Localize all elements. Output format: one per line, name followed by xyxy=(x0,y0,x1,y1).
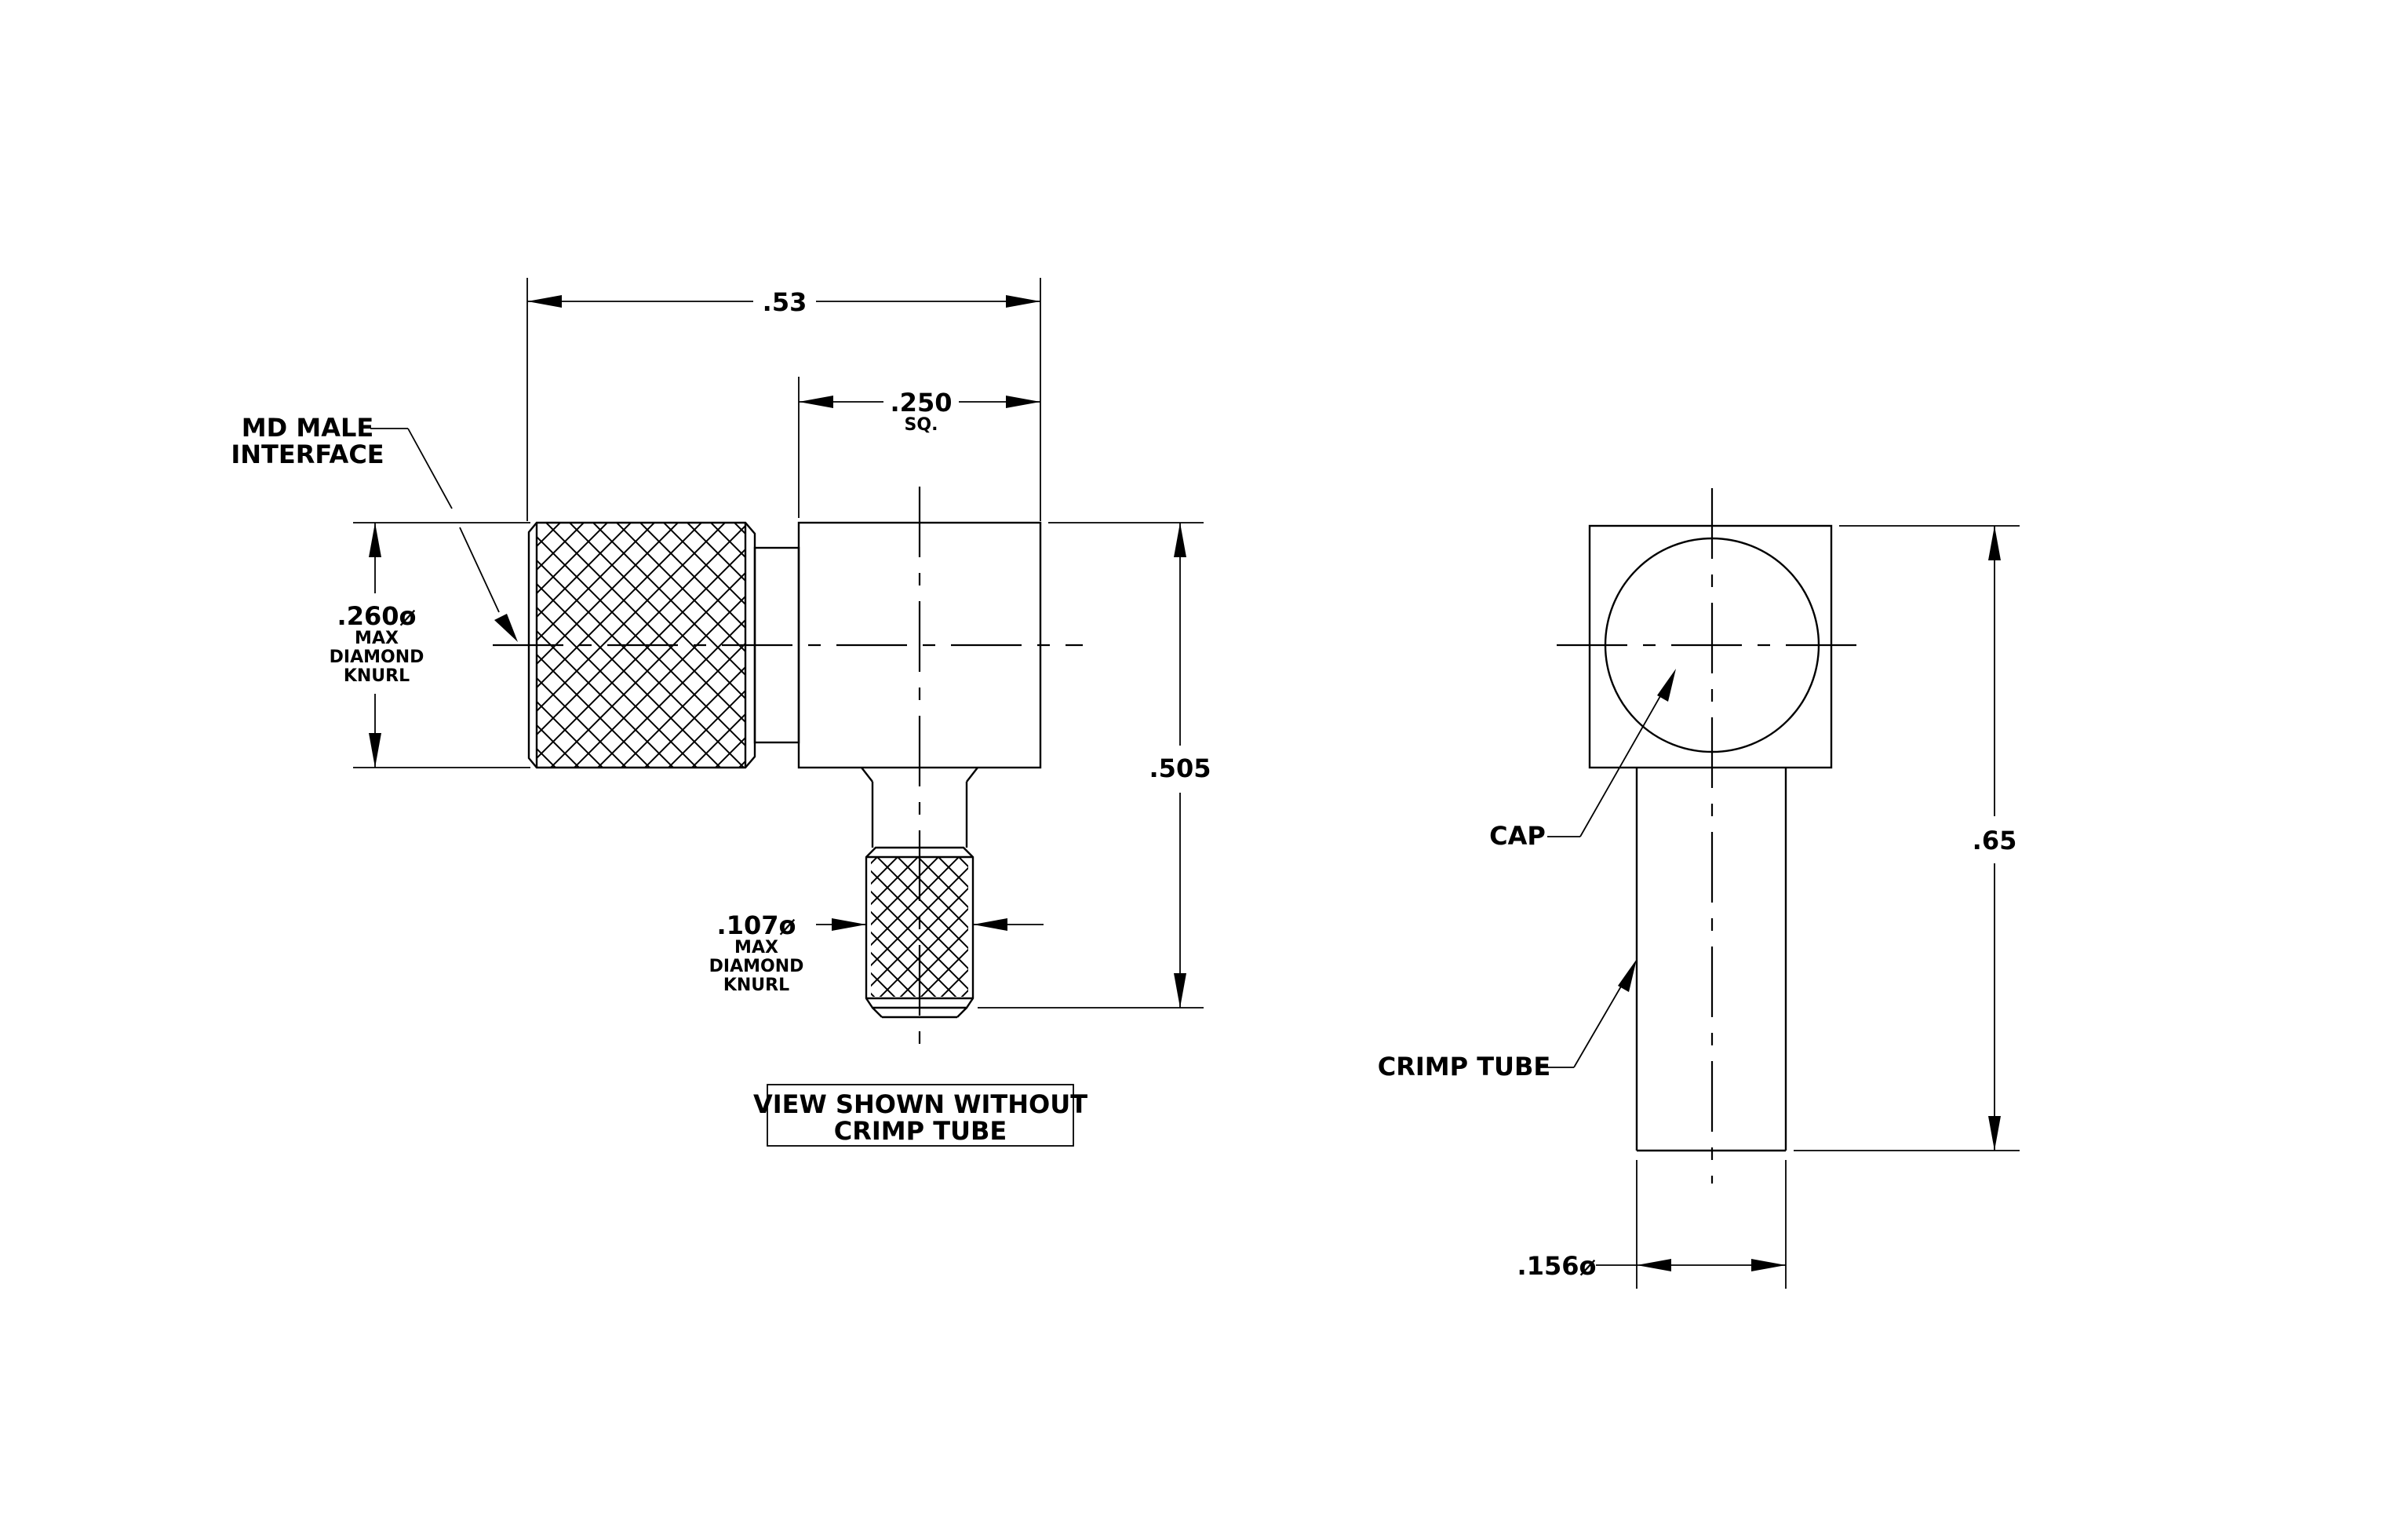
dim-overall-width-label: .53 xyxy=(763,287,807,317)
large-knurl-value: .260ø xyxy=(337,601,417,631)
dim-large-knurl: .260ø MAX DIAMOND KNURL xyxy=(330,522,530,768)
dim-height: .505 xyxy=(978,522,1211,1009)
dim-square-label: .250 xyxy=(891,388,953,418)
dim-end-height: .65 xyxy=(1794,525,2020,1151)
cap-callout: CAP xyxy=(1489,669,1676,851)
end-view: .65 .156ø CAP CRIMP TUBE xyxy=(1378,488,2020,1289)
small-knurl-line1: MAX xyxy=(734,938,778,957)
small-knurl-line2: DIAMOND xyxy=(709,957,804,976)
large-knurl-line2: DIAMOND xyxy=(330,647,424,667)
view-note: VIEW SHOWN WITHOUT CRIMP TUBE xyxy=(753,1084,1087,1147)
crimp-tube-label: CRIMP TUBE xyxy=(1378,1052,1551,1081)
interface-callout: MD MALE INTERFACE xyxy=(231,413,518,642)
dim-end-height-label: .65 xyxy=(1973,826,2017,855)
dim-square: .250 SQ. xyxy=(798,377,1040,518)
side-view: .53 .250 SQ. .505 xyxy=(231,278,1211,1147)
note-line1: VIEW SHOWN WITHOUT xyxy=(753,1089,1087,1119)
large-knurl-line1: MAX xyxy=(355,629,399,648)
note-line2: CRIMP TUBE xyxy=(834,1116,1007,1146)
cap-square xyxy=(1588,524,1833,769)
interface-label-line2: INTERFACE xyxy=(231,440,384,469)
dim-tube-diameter: .156ø xyxy=(1517,1160,1787,1289)
dim-square-note: SQ. xyxy=(905,415,938,435)
dim-tube-diameter-label: .156ø xyxy=(1517,1251,1597,1281)
crimp-tube-callout: CRIMP TUBE xyxy=(1378,959,1637,1081)
large-knurl-line3: KNURL xyxy=(344,666,410,686)
stem xyxy=(861,767,978,848)
dim-overall-width: .53 xyxy=(526,278,1041,521)
small-knurl-value: .107ø xyxy=(717,910,796,940)
cap-label: CAP xyxy=(1489,821,1546,851)
dim-small-knurl: .107ø MAX DIAMOND KNURL xyxy=(709,910,1044,995)
interface-label-line1: MD MALE xyxy=(242,413,373,443)
small-knurl-line3: KNURL xyxy=(723,976,789,995)
dim-height-label: .505 xyxy=(1149,753,1211,783)
